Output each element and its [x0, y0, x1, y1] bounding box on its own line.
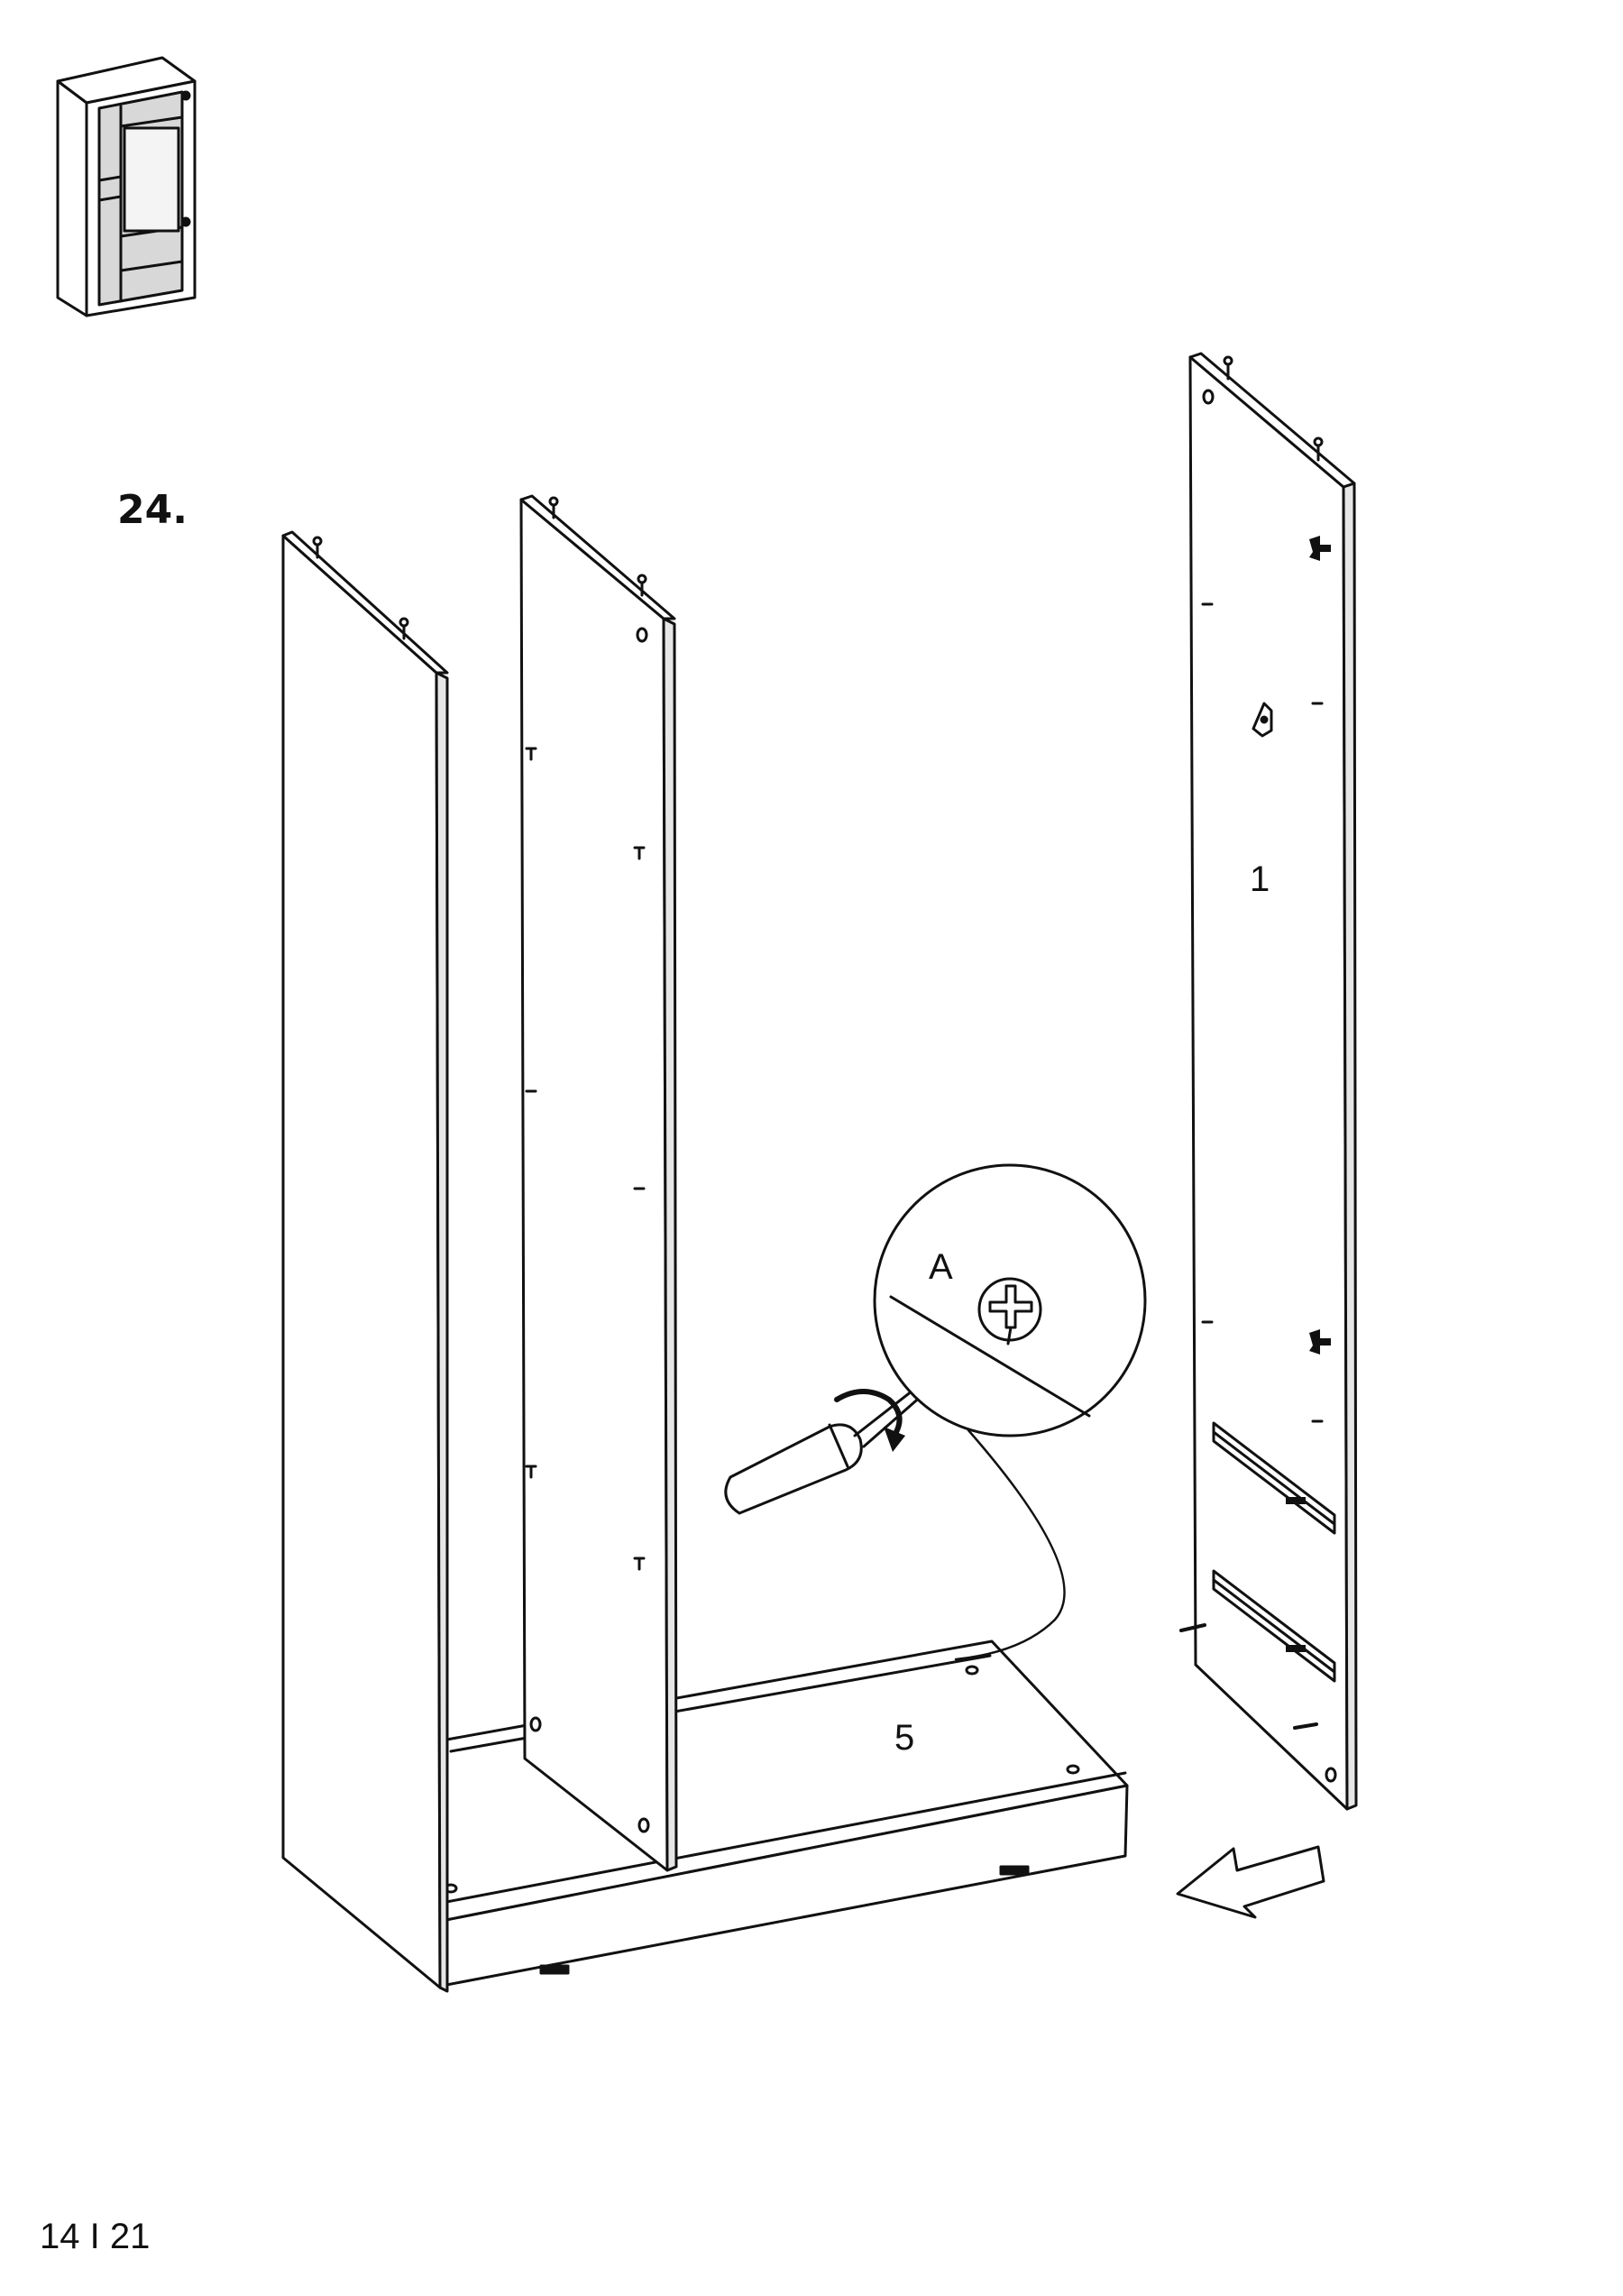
cabinet-thumbnail-icon [56, 56, 197, 317]
screw-head-icon [988, 1284, 1033, 1345]
hanger-bracket-icon [1252, 702, 1273, 738]
direction-arrow-icon [1176, 1845, 1325, 1919]
callout-leader-line [954, 1428, 1066, 1661]
detail-callout-a: A [873, 1163, 1147, 1437]
right-side-panel [1179, 352, 1358, 1811]
base-panel-part-number: 5 [894, 1718, 914, 1758]
cam-lock-icon [1309, 536, 1331, 1355]
side-panel-part-number: 1 [1250, 859, 1270, 899]
callout-label: A [929, 1247, 953, 1287]
drawer-runner-icon [1212, 1421, 1336, 1683]
page-indicator: 14 I 21 [40, 2217, 151, 2256]
step-number: 24. [117, 487, 188, 533]
middle-divider-panel [519, 494, 678, 1872]
rotation-arrow-icon [834, 1389, 905, 1452]
left-side-panel [281, 530, 449, 1993]
